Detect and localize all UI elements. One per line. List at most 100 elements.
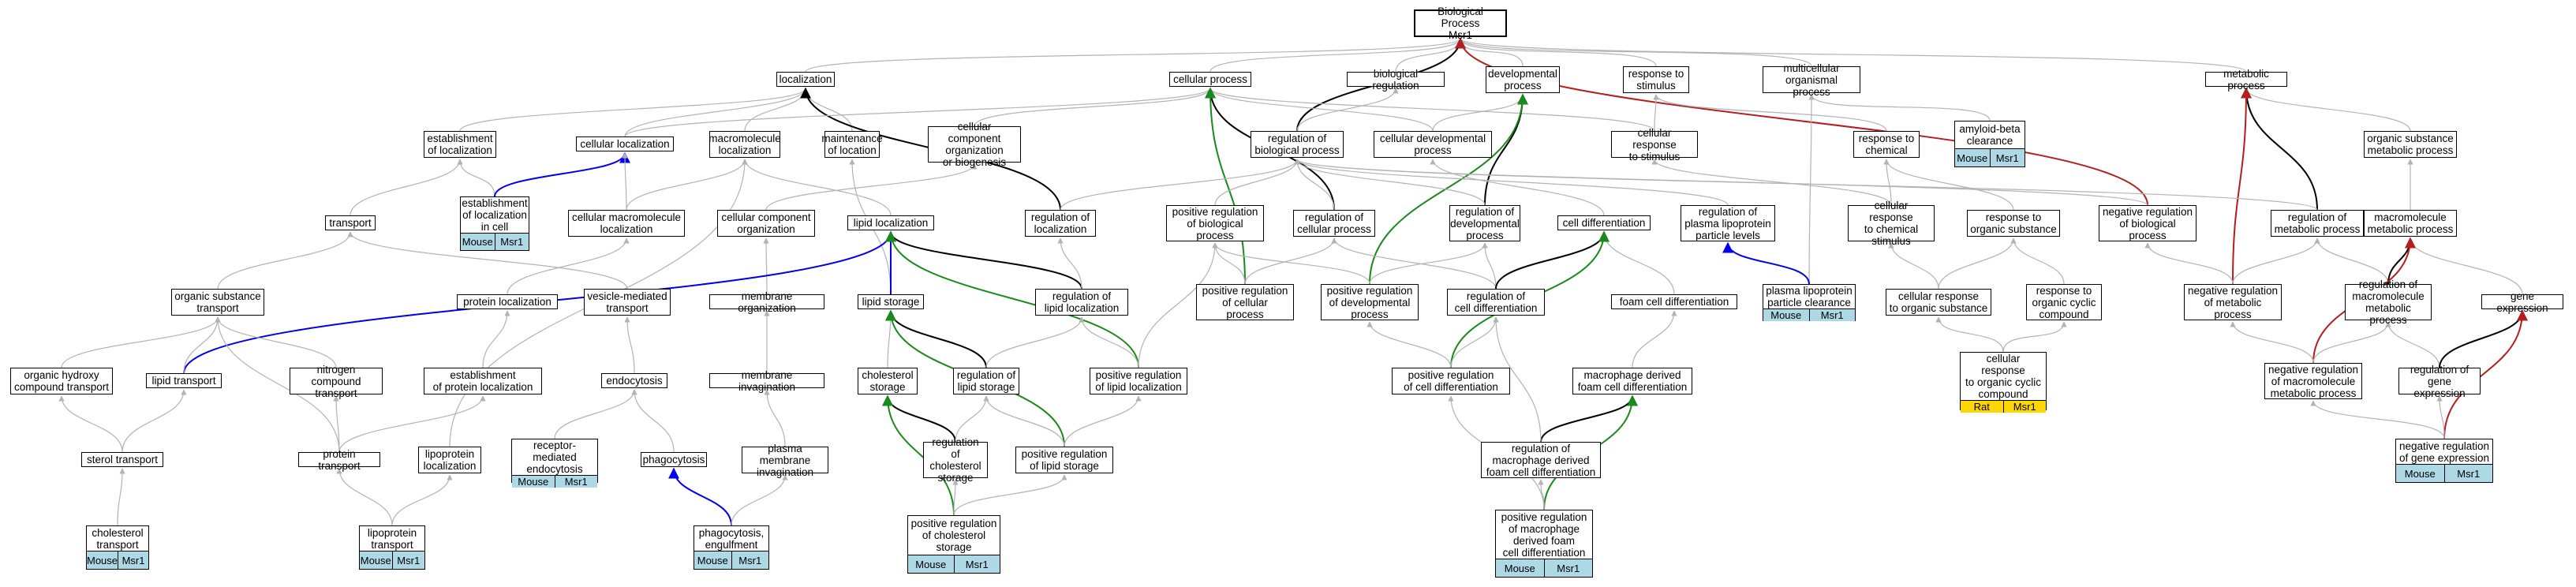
go-term-nitrogen-compound-transport[interactable]: nitrogen compound transport xyxy=(290,364,383,399)
go-term-phagocytosis[interactable]: phagocytosis xyxy=(641,452,707,467)
go-term-regulation-of-cholesterol-storage[interactable]: regulation of cholesterol storage xyxy=(923,436,988,484)
go-term-regulation-of-gene-expression[interactable]: regulation of gene expression xyxy=(2398,364,2481,399)
gene-tag: Msr1 xyxy=(1989,149,2025,166)
go-term-organic-substance-transport[interactable]: organic substance transport xyxy=(171,289,264,316)
go-term-cellular-localization[interactable]: cellular localization xyxy=(576,136,674,151)
go-term-label: cellular response to organic cyclic comp… xyxy=(1965,353,2042,400)
go-term-positive-regulation-of-developmental-process[interactable]: positive regulation of developmental pro… xyxy=(1321,284,1419,320)
edge-gray xyxy=(1938,237,2017,290)
go-term-establishment-of-protein-localization[interactable]: establishment of protein localization xyxy=(424,368,542,394)
go-term-membrane-organization[interactable]: membrane organization xyxy=(709,290,824,314)
go-term-regulation-of-macrophage-derived-foam-cell-differentiation[interactable]: regulation of macrophage derived foam ce… xyxy=(1481,442,1601,478)
go-term-response-to-organic-substance[interactable]: response to organic substance xyxy=(1967,210,2060,237)
go-term-positive-regulation-of-cellular-process[interactable]: positive regulation of cellular process xyxy=(1196,284,1294,320)
go-term-cellular-response-to-organic-cyclic-compound[interactable]: cellular response to organic cyclic comp… xyxy=(1960,352,2047,413)
go-term-positive-regulation-of-cell-differentiation[interactable]: positive regulation of cell differentiat… xyxy=(1392,368,1510,394)
go-term-regulation-of-lipid-storage[interactable]: regulation of lipid storage xyxy=(953,368,1019,394)
edge-gray xyxy=(1057,237,1082,290)
go-term-sterol-transport[interactable]: sterol transport xyxy=(81,452,163,467)
go-term-lipoprotein-localization[interactable]: lipoprotein localization xyxy=(418,447,481,473)
go-term-plasma-membrane-invagination[interactable]: plasma membrane invagination xyxy=(742,443,828,478)
go-term-lipid-localization[interactable]: lipid localization xyxy=(847,215,934,230)
go-term-transport[interactable]: transport xyxy=(325,215,376,230)
go-term-regulation-of-biological-process[interactable]: regulation of biological process xyxy=(1251,131,1344,158)
go-term-response-to-chemical[interactable]: response to chemical xyxy=(1853,131,1920,158)
go-term-regulation-of-lipid-localization[interactable]: regulation of lipid localization xyxy=(1035,289,1128,316)
go-term-bp[interactable]: Biological Process Msr1 xyxy=(1414,6,1507,41)
go-term-endocytosis[interactable]: endocytosis xyxy=(601,373,667,388)
go-term-positive-regulation-of-macrophage-derived-foam-cell-differentiation[interactable]: positive regulation of macrophage derive… xyxy=(1495,510,1593,578)
go-term-gene-expression[interactable]: gene expression xyxy=(2481,290,2563,314)
go-term-regulation-of-macromolecule-metabolic-process[interactable]: regulation of macromolecule metabolic pr… xyxy=(2345,279,2432,326)
go-term-cell-differentiation[interactable]: cell differentiation xyxy=(1557,215,1651,230)
species-tag: Mouse xyxy=(360,551,392,569)
edge-gray xyxy=(217,231,353,290)
go-term-negative-regulation-of-macromolecule-metabolic-process[interactable]: negative regulation of macromolecule met… xyxy=(2264,363,2362,399)
edge-gray xyxy=(1601,231,1675,295)
go-term-lipid-transport[interactable]: lipid transport xyxy=(146,373,222,388)
go-term-establishment-of-localization[interactable]: establishment of localization xyxy=(424,131,496,158)
go-term-regulation-of-localization[interactable]: regulation of localization xyxy=(1025,210,1096,237)
go-term-ccob[interactable]: cellular component organization or bioge… xyxy=(928,121,1021,168)
go-term-response-to-organic-cyclic-compound[interactable]: response to organic cyclic compound xyxy=(2026,284,2102,320)
go-term-cholesterol-storage[interactable]: cholesterol storage xyxy=(858,368,918,394)
go-term-positive-regulation-of-lipid-storage[interactable]: positive regulation of lipid storage xyxy=(1015,447,1113,473)
edge-gray xyxy=(1079,316,1139,368)
go-term-positive-regulation-of-cholesterol-storage[interactable]: positive regulation of cholesterol stora… xyxy=(907,515,1000,574)
go-term-protein-transport[interactable]: protein transport xyxy=(298,448,380,472)
edge-gray xyxy=(347,231,628,290)
go-term-cellular-macromolecule-localization[interactable]: cellular macromolecule localization xyxy=(568,210,685,237)
go-term-cellular-response-to-chemical-stimulus[interactable]: cellular response to chemical stimulus xyxy=(1848,200,1935,247)
edge-gray xyxy=(1653,94,1887,132)
go-term-lipid-storage[interactable]: lipid storage xyxy=(858,294,924,309)
go-term-biological-regulation[interactable]: biological regulation xyxy=(1347,68,1445,92)
go-term-localization[interactable]: localization xyxy=(776,72,835,87)
go-term-regulation-of-developmental-process[interactable]: regulation of developmental process xyxy=(1449,205,1520,241)
edge-gray xyxy=(1060,159,1300,211)
edge-gray xyxy=(1138,242,1218,368)
go-term-vesicle-mediated-transport[interactable]: vesicle-mediated transport xyxy=(584,289,671,316)
go-term-organic-hydroxy-compound-transport[interactable]: organic hydroxy compound transport xyxy=(10,368,113,394)
gene-tag: Msr1 xyxy=(494,234,529,250)
go-term-positive-regulation-of-biological-process[interactable]: positive regulation of biological proces… xyxy=(1166,205,1264,241)
edge-gray xyxy=(1369,242,1488,285)
go-term-protein-localization[interactable]: protein localization xyxy=(457,294,558,309)
go-term-regulation-of-cell-differentiation[interactable]: regulation of cell differentiation xyxy=(1447,289,1545,316)
go-term-positive-regulation-of-lipid-localization[interactable]: positive regulation of lipid localizatio… xyxy=(1090,368,1187,394)
go-term-cellular-developmental-process[interactable]: cellular developmental process xyxy=(1374,131,1492,158)
go-term-multicellular-organismal-process[interactable]: multicellular organismal process xyxy=(1763,62,1860,98)
go-term-maintenance-of-location[interactable]: maintenance of location xyxy=(821,131,883,158)
edge-red xyxy=(2443,309,2528,439)
go-term-macromolecule-metabolic-process[interactable]: macromolecule metabolic process xyxy=(2364,210,2457,237)
go-term-foam-cell-differentiation[interactable]: foam cell differentiation xyxy=(1611,294,1737,309)
edge-gray xyxy=(1457,38,1524,67)
go-term-cellular-response-to-organic-substance[interactable]: cellular response to organic substance xyxy=(1886,289,1991,316)
go-term-cellular-component-organization[interactable]: cellular component organization xyxy=(717,210,815,237)
go-term-negative-regulation-of-metabolic-process[interactable]: negative regulation of metabolic process xyxy=(2184,284,2282,320)
go-term-regulation-of-cellular-process[interactable]: regulation of cellular process xyxy=(1293,210,1375,237)
go-term-negative-regulation-of-biological-process[interactable]: negative regulation of biological proces… xyxy=(2099,205,2197,241)
go-term-response-to-stimulus[interactable]: response to stimulus xyxy=(1623,66,1689,93)
go-term-regulation-of-plasma-lipoprotein-particle-levels[interactable]: regulation of plasma lipoprotein particl… xyxy=(1681,205,1775,241)
go-term-cellular-response-to-stimulus[interactable]: cellular response to stimulus xyxy=(1611,127,1698,163)
go-term-regulation-of-metabolic-process[interactable]: regulation of metabolic process xyxy=(2271,210,2364,237)
go-term-cellular-process[interactable]: cellular process xyxy=(1169,72,1251,87)
go-term-organic-substance-metabolic-process[interactable]: organic substance metabolic process xyxy=(2364,131,2457,158)
go-term-developmental-process[interactable]: developmental process xyxy=(1486,66,1560,93)
gene-tag: Msr1 xyxy=(2002,401,2046,413)
go-term-macrophage-derived-foam-cell-differentiation[interactable]: macrophage derived foam cell differentia… xyxy=(1572,368,1692,394)
go-term-metabolic-process[interactable]: metabolic process xyxy=(2205,68,2287,92)
go-term-label: lipoprotein transport xyxy=(367,526,417,551)
go-term-macromolecule-localization[interactable]: macromolecule localization xyxy=(708,131,781,158)
go-term-membrane-invagination[interactable]: membrane invagination xyxy=(709,369,824,393)
